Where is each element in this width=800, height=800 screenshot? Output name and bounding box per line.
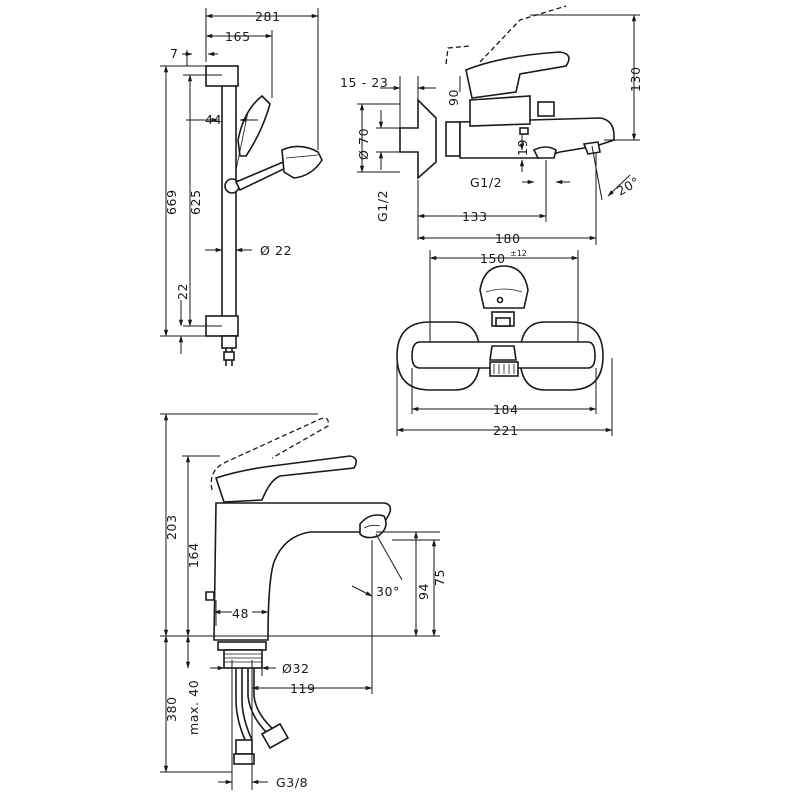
dim-150: 150 [480,251,506,266]
dim-dia70: Ø 70 [356,128,371,160]
hand-shower-head [281,145,323,179]
dim-75: 75 [432,569,447,586]
rail-end-cap [221,335,237,349]
dim-dia22: Ø 22 [260,243,292,258]
lever-front [479,265,529,309]
wall-connection [399,98,437,180]
hose-left [235,668,247,743]
dim-15-23: 15 - 23 [340,75,388,90]
hose-right [247,668,269,735]
dim-7: 7 [170,46,179,61]
dim-g12: G1/2 [470,175,502,190]
dim-625: 625 [188,189,203,215]
bath-mixer-front-view: 150 ±12 184 221 [396,249,613,438]
dim-30deg: 30° [376,584,400,599]
dim-119: 119 [290,681,316,696]
dim-380: 380 [164,696,179,722]
dim-165: 165 [225,29,251,44]
dim-94: 94 [416,583,431,600]
dim-90: 90 [446,89,461,106]
hand-shower-tilted [237,94,271,157]
dim-133: 133 [462,209,488,224]
dim-22-bottom: 22 [175,283,190,300]
dim-19: 19 [515,139,530,156]
top-wall-bracket [205,65,239,87]
dim-669: 669 [164,189,179,215]
dim-184: 184 [493,402,519,417]
dim-dia32: Ø32 [282,661,310,676]
dim-180: 180 [495,231,521,246]
mixer-body [459,117,615,159]
diverter-knob [537,101,555,117]
mixer-lever [465,51,570,99]
dim-max40: max. 40 [186,680,201,735]
hand-shower-handle [234,158,291,192]
dim-221: 221 [493,423,519,438]
dim-g12-vertical: G1/2 [375,190,390,222]
shower-set: 281 165 7 44 669 625 22 Ø 22 [160,8,323,366]
basin-mixer-lever [214,455,358,503]
threaded-shank [223,649,263,669]
dim-g38: G3/8 [276,775,308,790]
dim-20deg: 20° [614,174,642,199]
dim-44: 44 [205,112,222,127]
basin-mixer-body [213,502,392,641]
bath-mixer-side-view: 15 - 23 90 130 Ø 70 G1/2 19 G1/2 20° 133… [340,5,643,246]
basin-mixer-view: 203 164 48 30° 94 75 380 max. 40 Ø32 119 [160,413,447,790]
dim-281: 281 [255,9,281,24]
dim-164: 164 [186,542,201,568]
dim-150-tolerance: ±12 [510,249,527,258]
dim-48: 48 [232,606,249,621]
dim-203: 203 [164,514,179,540]
dim-130: 130 [628,66,643,92]
shower-rail [221,84,237,321]
